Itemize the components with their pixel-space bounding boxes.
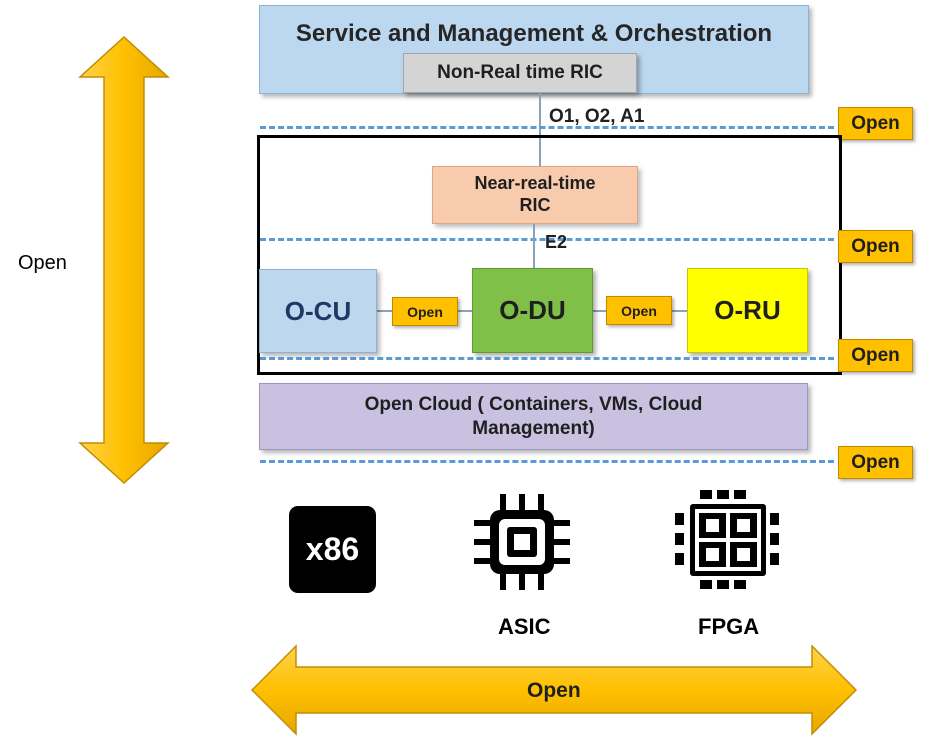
vertical-double-arrow-icon bbox=[78, 35, 170, 485]
interface-o1-o2-a1: O1, O2, A1 bbox=[549, 106, 645, 127]
open-tag-e2: Open bbox=[838, 230, 913, 263]
o-du-label: O-DU bbox=[499, 295, 566, 325]
open-tag-fronthaul: Open bbox=[838, 339, 913, 372]
non-rt-ric-label: Non-Real time RIC bbox=[437, 62, 603, 83]
cloud-line1: Open Cloud ( Containers, VMs, Cloud bbox=[364, 393, 703, 415]
open-tag-du-ru: Open bbox=[606, 296, 672, 325]
dashed-line-fronthaul bbox=[260, 357, 834, 360]
connector-non-rt-near-rt bbox=[539, 93, 541, 166]
near-rt-ric-line1: Near-real-time bbox=[474, 173, 596, 194]
asic-label: ASIC bbox=[498, 614, 551, 639]
horizontal-arrow-label: Open bbox=[527, 679, 581, 702]
o-cu-box: O-CU bbox=[259, 269, 377, 353]
vertical-arrow-label: Open bbox=[18, 252, 67, 274]
o-ru-box: O-RU bbox=[687, 268, 808, 353]
chip-icon bbox=[474, 494, 570, 590]
open-tag-interface: Open bbox=[838, 107, 913, 140]
dashed-line-interface bbox=[260, 126, 834, 129]
open-tag-cu-du: Open bbox=[392, 297, 458, 326]
x86-icon: x86 bbox=[289, 506, 376, 593]
interface-e2: E2 bbox=[545, 232, 568, 252]
o-du-box: O-DU bbox=[472, 268, 593, 353]
connector-e2 bbox=[533, 224, 535, 268]
near-rt-ric-line2: RIC bbox=[519, 195, 551, 215]
cloud-line2: Management) bbox=[472, 417, 595, 439]
horizontal-double-arrow-icon bbox=[250, 644, 858, 736]
x86-label: x86 bbox=[305, 531, 360, 567]
dashed-line-e2 bbox=[260, 238, 834, 241]
fpga-icon bbox=[675, 490, 779, 589]
fpga-label: FPGA bbox=[698, 614, 760, 639]
o-cu-label: O-CU bbox=[284, 295, 352, 326]
o-ru-label: O-RU bbox=[714, 295, 781, 325]
open-tag-cloud: Open bbox=[838, 446, 913, 479]
smo-title: Service and Management & Orchestration bbox=[295, 20, 773, 47]
non-rt-ric-box: Non-Real time RIC bbox=[403, 53, 637, 93]
dashed-line-cloud bbox=[260, 460, 834, 463]
